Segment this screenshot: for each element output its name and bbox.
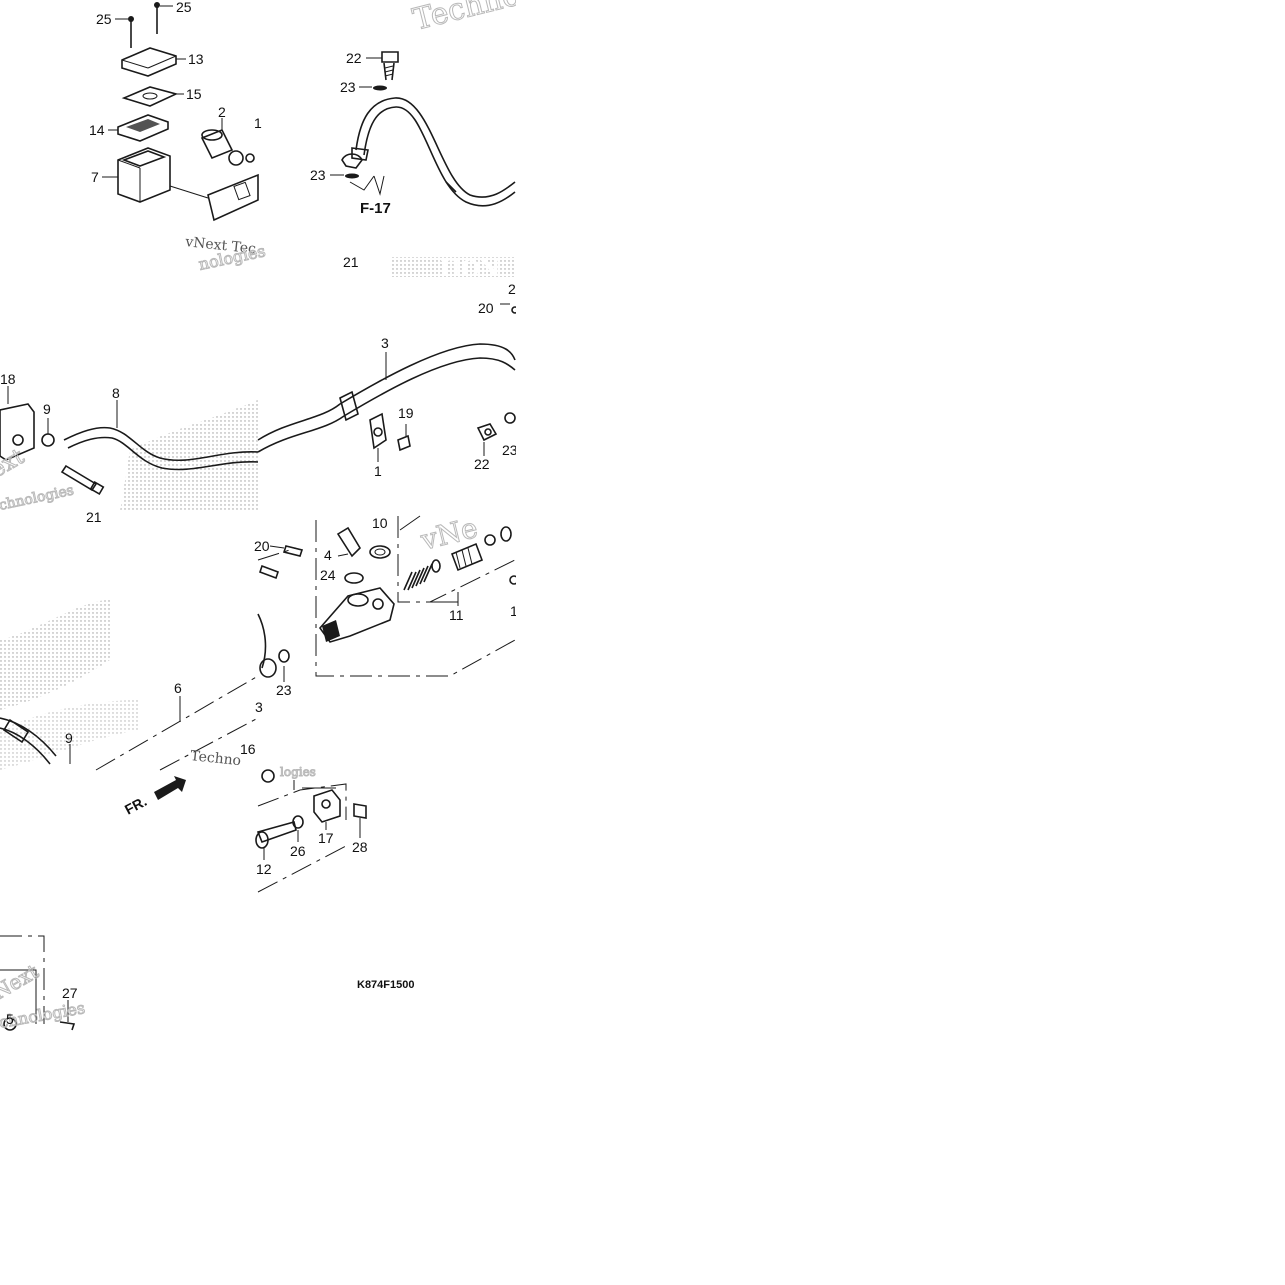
callout: 1 (510, 603, 518, 619)
diaphragm (117, 114, 169, 142)
diagram-code: K874F1500 (357, 979, 415, 991)
tile-reservoir-assembly: Techno vNext Tec nologies (102, 0, 524, 274)
callout: 25 (176, 0, 192, 15)
callout: 3 (255, 699, 263, 715)
callout: 23 (340, 79, 356, 95)
callout: 21 (343, 254, 359, 270)
callout: 2 (508, 281, 516, 297)
callout: 11 (449, 607, 464, 623)
callout: 23 (276, 682, 292, 698)
callout: 18 (0, 371, 16, 387)
reservoir-cap (121, 47, 177, 77)
direction-label: FR. (122, 793, 149, 818)
callout: 23 (502, 442, 518, 458)
hose-clamp (369, 412, 387, 450)
callout: 8 (112, 385, 120, 401)
callout: 28 (352, 839, 368, 855)
banjo-bolt (381, 51, 399, 63)
callout: 17 (318, 830, 334, 846)
callout: 21 (86, 509, 102, 525)
callout: 9 (43, 401, 51, 417)
watermark: Techno (409, 0, 523, 38)
callout: 15 (186, 86, 202, 102)
front-direction-arrow: FR. (122, 776, 186, 818)
callout: 3 (381, 335, 389, 351)
callout: 20 (254, 538, 270, 554)
reference-label: F-17 (360, 200, 391, 217)
callout: 25 (96, 11, 112, 27)
tile-pipe-lower: FR. Techno (0, 600, 290, 818)
callout: 16 (240, 741, 256, 757)
callout: 22 (474, 456, 490, 472)
watermark: HON (440, 256, 500, 282)
tile-switch-bracket: logies (255, 765, 367, 893)
logo-wing-stipple (120, 400, 258, 512)
callout: 2 (218, 104, 226, 120)
callout: 6 (174, 680, 182, 696)
callout: 23 (310, 167, 326, 183)
callout: 9 (65, 730, 73, 746)
callout: 7 (91, 169, 99, 185)
callout: 12 (256, 861, 272, 877)
pipe-fitting (0, 403, 35, 461)
blank-area (0, 1032, 516, 1285)
watermark: vNext Tec (184, 234, 257, 257)
brake-hose (355, 97, 516, 198)
brake-pipe (63, 426, 259, 462)
callout-labels: 25 25 13 15 2 1 14 7 22 23 23 21 2 20 3 … (0, 0, 518, 1027)
callout: 10 (372, 515, 388, 531)
watermark: ext (0, 444, 29, 483)
callout: 27 (62, 985, 78, 1001)
reservoir-body (117, 147, 171, 203)
diaphragm-plate (121, 86, 179, 107)
blank-area (104, 900, 516, 960)
watermark: Techno (190, 748, 242, 769)
logo-wing-stipple (0, 600, 110, 710)
watermark: vNe (417, 511, 481, 557)
callout: 20 (478, 300, 494, 316)
logo-stipple (390, 257, 515, 277)
switch-bracket (313, 789, 341, 823)
tile-master-cylinder: vNe (257, 511, 519, 677)
sleeve-part-2 (200, 118, 244, 166)
callout: 1 (374, 463, 382, 479)
bolt-25-left (128, 16, 134, 48)
watermark: logies (280, 765, 316, 779)
callout: 26 (290, 843, 306, 859)
callout: 14 (89, 122, 105, 138)
watermark: chnologies (0, 482, 75, 513)
callout: 24 (320, 567, 336, 583)
callout: 13 (188, 51, 204, 67)
bolt-25-right (154, 2, 160, 34)
callout: 19 (398, 405, 414, 421)
tile-brake-hose-lower (257, 303, 519, 462)
brake-hose-main (257, 343, 516, 441)
callout: 22 (346, 50, 362, 66)
callout: 1 (254, 115, 262, 131)
tile-brake-hose-upper: F-17 HON (330, 51, 516, 282)
master-body-edge (207, 173, 259, 222)
callout: 4 (324, 547, 332, 563)
pipe-centerline (95, 675, 259, 771)
tile-brake-pipe-left: ext chnologies (0, 386, 259, 514)
callout: 5 (6, 1011, 14, 1027)
blank-area (516, 0, 1285, 1285)
